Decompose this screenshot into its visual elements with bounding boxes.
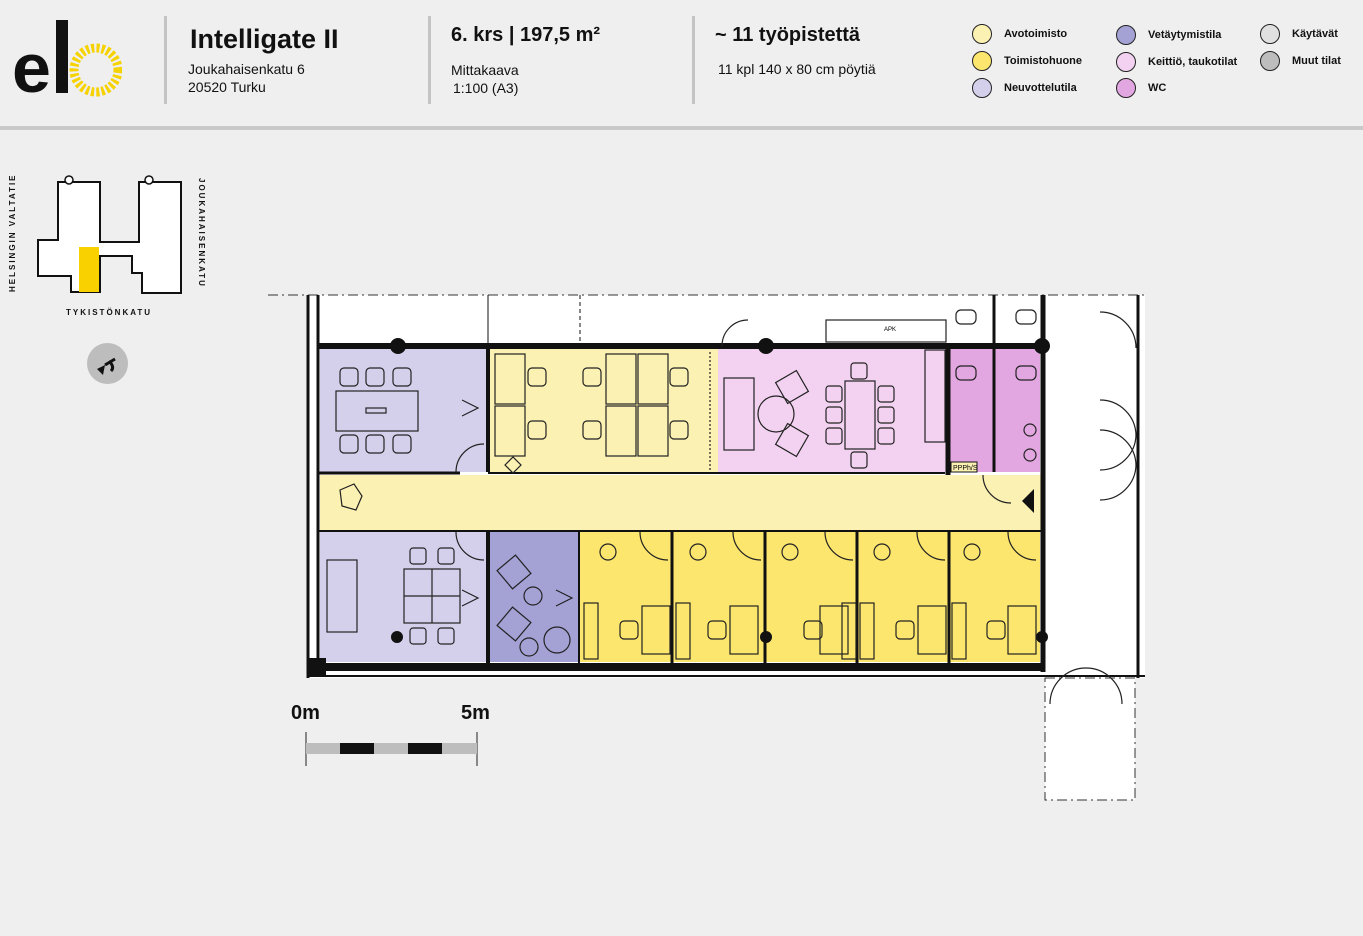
corridor [320, 475, 1043, 530]
street-south: TYKISTÖNKATU [66, 308, 153, 317]
meeting-room-1 [320, 348, 487, 472]
legend-label: WC [1148, 82, 1167, 94]
address-line2: 20520 Turku [188, 79, 266, 95]
legend-item: Toimistohuone [972, 51, 1082, 71]
swatch-icon [972, 24, 992, 44]
scale-value: 1:100 (A3) [453, 80, 519, 96]
legend-item: Vetäytymistila [1116, 25, 1221, 45]
legend-item: Neuvottelutila [972, 78, 1077, 98]
legend-label: Käytävät [1292, 28, 1338, 40]
workstations: ~ 11 työpistettä [715, 24, 861, 46]
apk-label: APK [884, 327, 896, 333]
ppp-label: PPPh/S [953, 465, 978, 472]
legend-label: Muut tilat [1292, 55, 1341, 67]
scale-end: 5m [461, 702, 490, 724]
header-divider [0, 126, 1363, 130]
swatch-icon [1116, 78, 1136, 98]
swatch-icon [1116, 52, 1136, 72]
private-offices [580, 532, 1040, 662]
retreat-room [490, 532, 578, 662]
legend-label: Neuvottelutila [1004, 82, 1077, 94]
swatch-icon [972, 78, 992, 98]
compass-icon [87, 343, 128, 384]
legend-item: Keittiö, taukotilat [1116, 52, 1237, 72]
swatch-icon [1116, 25, 1136, 45]
svg-text:e: e [12, 29, 51, 100]
legend-item: Avotoimisto [972, 24, 1067, 44]
furniture [326, 309, 1137, 705]
swatch-icon [1260, 51, 1280, 71]
open-office [490, 348, 718, 472]
building-name: Intelligate II [190, 24, 339, 54]
elo-logo: e [12, 14, 123, 107]
legend-item: Käytävät [1260, 24, 1338, 44]
legend-item: WC [1116, 78, 1166, 98]
scale-bar [305, 732, 478, 766]
legend-label: Avotoimisto [1004, 28, 1068, 40]
columns [308, 338, 1050, 676]
kitchen [718, 348, 948, 472]
address-line1: Joukahaisenkatu 6 [188, 61, 305, 77]
legend-label: Keittiö, taukotilat [1148, 56, 1238, 68]
swatch-icon [972, 51, 992, 71]
legend-label: Toimistohuone [1004, 55, 1083, 67]
highlighted-floor-section [79, 247, 99, 292]
scale-label: Mittakaava [451, 62, 519, 78]
desks-info: 11 kpl 140 x 80 cm pöytiä [718, 61, 876, 77]
scale-start: 0m [291, 702, 320, 724]
legend-label: Vetäytymistila [1148, 29, 1222, 41]
legend-item: Muut tilat [1260, 51, 1341, 71]
swatch-icon [1260, 24, 1280, 44]
walls [306, 295, 1145, 678]
site-map [37, 175, 182, 294]
floor-area: 6. krs | 197,5 m² [451, 24, 601, 46]
